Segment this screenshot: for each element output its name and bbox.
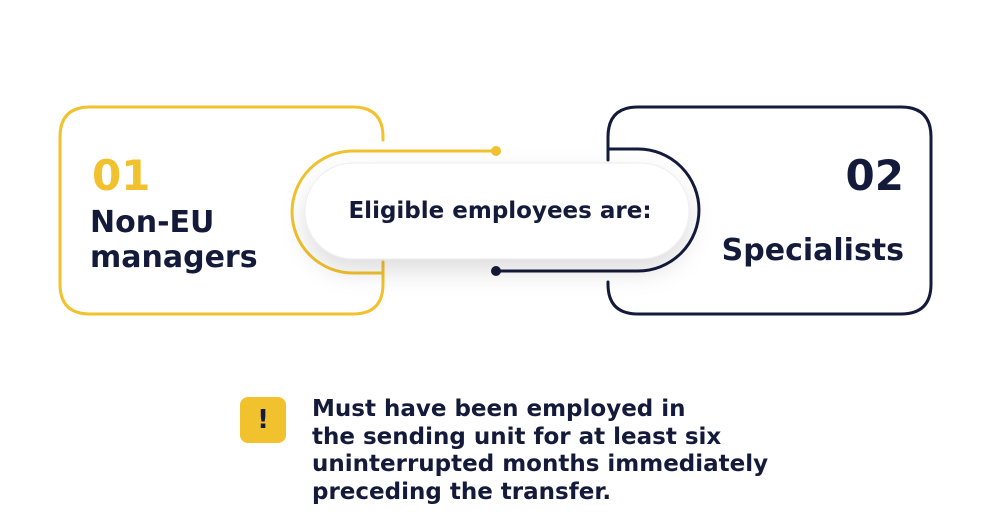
item-2-number: 02 (845, 151, 904, 200)
exclamation-icon: ! (257, 405, 269, 435)
warning-badge: ! (240, 397, 286, 443)
item-1-title: Non-EU managers (90, 205, 258, 276)
card-1-outline (58, 105, 385, 316)
connector-left-dot (491, 146, 501, 156)
item-2-title: Specialists (721, 233, 904, 268)
center-pill (304, 162, 690, 260)
center-label: Eligible employees are: (348, 198, 652, 224)
connector-left (290, 149, 498, 275)
connector-right (494, 147, 701, 273)
note-text: Must have been employed in the sending u… (312, 396, 769, 505)
card-2-outline (606, 105, 933, 316)
item-1-number: 01 (92, 151, 151, 200)
connector-right-dot (491, 266, 501, 276)
